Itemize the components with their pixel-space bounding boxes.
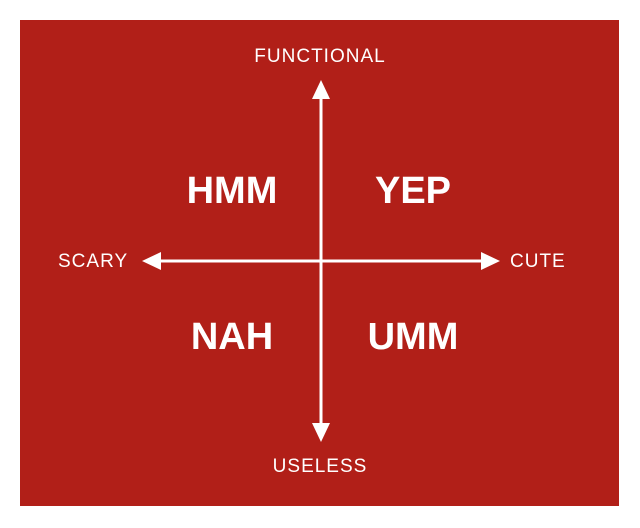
quadrant-label-bottom-right: UMM: [367, 316, 459, 358]
axis-label-scary: SCARY: [58, 251, 129, 272]
axis-label-cute: CUTE: [510, 251, 566, 272]
arrow-right-icon: [481, 252, 500, 270]
quadrant-label-bottom-left: NAH: [190, 316, 274, 358]
quadrant-label-top-right: YEP: [374, 170, 452, 212]
arrow-left-icon: [142, 252, 161, 270]
axis-label-functional: FUNCTIONAL: [254, 46, 386, 67]
axis-label-useless: USELESS: [272, 456, 368, 477]
arrow-down-icon: [312, 423, 330, 442]
arrow-up-icon: [312, 80, 330, 99]
quadrant-label-top-left: HMM: [186, 170, 278, 212]
